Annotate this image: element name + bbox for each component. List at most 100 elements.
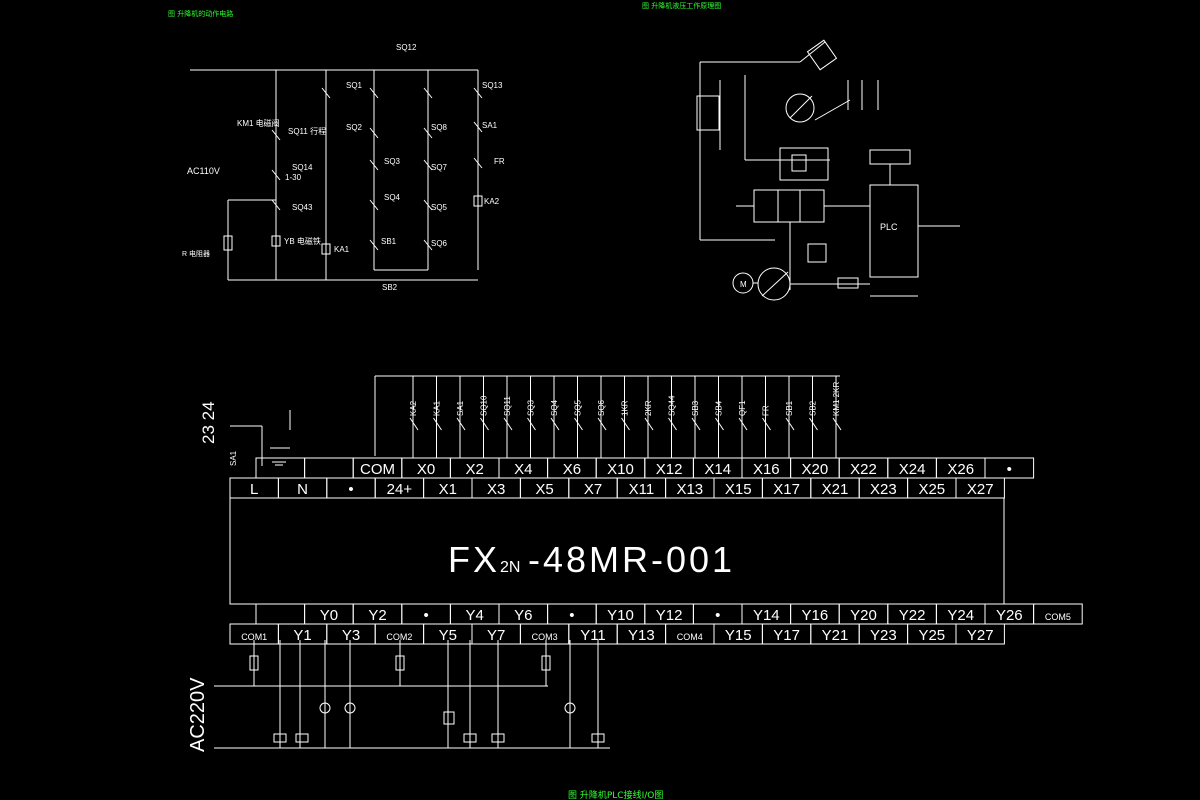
terminal-label: X23 bbox=[870, 481, 897, 498]
input-switch bbox=[691, 417, 701, 431]
relay-left-1: SQ11 行程 bbox=[288, 126, 326, 136]
caption-top-right: 图 升降机液压工作原理图 bbox=[642, 1, 721, 10]
plc-voltage-out: AC220V bbox=[187, 677, 209, 752]
terminal-cell: • bbox=[547, 603, 597, 625]
sb1-label: SB1 bbox=[381, 237, 397, 246]
terminal-label: Y12 bbox=[656, 607, 683, 624]
terminal-label: Y17 bbox=[773, 627, 800, 644]
terminal-cell: Y22 bbox=[887, 603, 937, 625]
terminal-cell: X22 bbox=[838, 457, 889, 479]
relay-left-4: SQ43 bbox=[292, 203, 313, 212]
terminal-cell: X1 bbox=[423, 477, 473, 499]
terminal-label: Y13 bbox=[628, 627, 655, 644]
input-switch bbox=[832, 417, 842, 431]
ka1-label: KA1 bbox=[334, 245, 350, 254]
terminal-cell: X27 bbox=[955, 477, 1005, 499]
terminal-label: X7 bbox=[584, 481, 602, 498]
terminal-cell: X16 bbox=[741, 457, 792, 479]
terminal-label: Y0 bbox=[320, 607, 338, 624]
terminal-cell: Y17 bbox=[761, 623, 812, 645]
sq12-label: SQ12 bbox=[396, 43, 417, 52]
input-switch bbox=[527, 417, 536, 431]
terminal-label: Y2 bbox=[368, 607, 386, 624]
input-switch bbox=[621, 417, 630, 431]
plc-voltage-in: 23 24 bbox=[199, 401, 218, 444]
terminal-label: X3 bbox=[487, 481, 505, 498]
terminal-label: Y15 bbox=[725, 627, 752, 644]
sq6-label: SQ6 bbox=[431, 239, 448, 248]
ac110v-label: AC110V bbox=[187, 166, 220, 176]
input-switch bbox=[668, 417, 677, 431]
input-switch bbox=[433, 417, 442, 431]
terminal-label: Y10 bbox=[607, 607, 634, 624]
input-switch bbox=[715, 417, 724, 431]
plc-model-rest: -48MR-001 bbox=[528, 539, 735, 580]
terminal-cell: COM4 bbox=[665, 623, 715, 645]
terminal-cell: Y15 bbox=[713, 623, 763, 645]
terminal-cell: Y2 bbox=[352, 603, 403, 625]
terminal-label: X15 bbox=[725, 481, 752, 498]
input-switch bbox=[409, 417, 419, 431]
terminal-cell: X7 bbox=[568, 477, 618, 499]
terminal-cell: Y27 bbox=[955, 623, 1005, 645]
input-switch bbox=[644, 417, 654, 431]
terminal-cell: N bbox=[277, 477, 328, 499]
terminal-label: Y21 bbox=[822, 627, 849, 644]
caption-bottom: 图 升降机PLC接线I/O图 bbox=[568, 789, 663, 800]
terminal-label: Y27 bbox=[967, 627, 994, 644]
ka2-label: KA2 bbox=[484, 197, 500, 206]
terminal-label: Y7 bbox=[487, 627, 505, 644]
terminal-cell: COM1 bbox=[229, 623, 279, 645]
terminal-cell: Y24 bbox=[935, 603, 986, 625]
terminal-cell bbox=[255, 457, 306, 479]
input-switch bbox=[550, 417, 560, 431]
terminal-cell: Y21 bbox=[810, 623, 860, 645]
terminal-cell: Y1 bbox=[277, 623, 328, 645]
terminal-label: X2 bbox=[466, 461, 484, 478]
terminal-cell: X2 bbox=[449, 457, 500, 479]
terminal-cell: • bbox=[401, 603, 451, 625]
terminal-cell: X23 bbox=[858, 477, 909, 499]
terminal-label: Y23 bbox=[870, 627, 897, 644]
terminal-cell: Y20 bbox=[838, 603, 889, 625]
terminal-cell: Y5 bbox=[423, 623, 473, 645]
terminal-cell: Y14 bbox=[741, 603, 792, 625]
terminal-cell: X3 bbox=[471, 477, 521, 499]
terminal-cell: X25 bbox=[907, 477, 957, 499]
terminal-label: Y14 bbox=[753, 607, 780, 624]
sq3-label: SQ3 bbox=[384, 157, 401, 166]
caption-top-left: 图 升降机的动作电路 bbox=[168, 9, 233, 18]
input-switch bbox=[762, 417, 771, 431]
input-switch bbox=[503, 417, 513, 431]
terminal-cell: X13 bbox=[665, 477, 715, 499]
terminal-label: COM bbox=[360, 461, 395, 478]
input-switch bbox=[456, 417, 466, 431]
fr-label: FR bbox=[494, 157, 505, 166]
terminal-label: X17 bbox=[773, 481, 800, 498]
terminal-label: Y5 bbox=[439, 627, 457, 644]
terminal-label: X21 bbox=[822, 481, 849, 498]
terminal-cell: L bbox=[229, 477, 279, 499]
terminal-cell: • bbox=[984, 457, 1035, 479]
sq4-label: SQ4 bbox=[384, 193, 401, 202]
terminal-label: X16 bbox=[753, 461, 780, 478]
relay-left-2: SQ14 bbox=[292, 163, 313, 172]
terminal-cell: X26 bbox=[935, 457, 986, 479]
terminal-label: • bbox=[423, 607, 428, 624]
terminal-cell: X6 bbox=[547, 457, 597, 479]
terminal-label: X27 bbox=[967, 481, 994, 498]
terminal-label: • bbox=[348, 481, 353, 498]
terminal-label: X12 bbox=[656, 461, 683, 478]
terminal-cell: Y4 bbox=[449, 603, 500, 625]
terminal-label: Y26 bbox=[996, 607, 1023, 624]
relay-left-0: KM1 电磁阀 bbox=[237, 118, 280, 128]
input-switch bbox=[597, 417, 607, 431]
terminal-label: • bbox=[1007, 461, 1012, 478]
terminal-label: Y4 bbox=[466, 607, 484, 624]
sq8-label: SQ8 bbox=[431, 123, 448, 132]
input-switch bbox=[785, 417, 795, 431]
